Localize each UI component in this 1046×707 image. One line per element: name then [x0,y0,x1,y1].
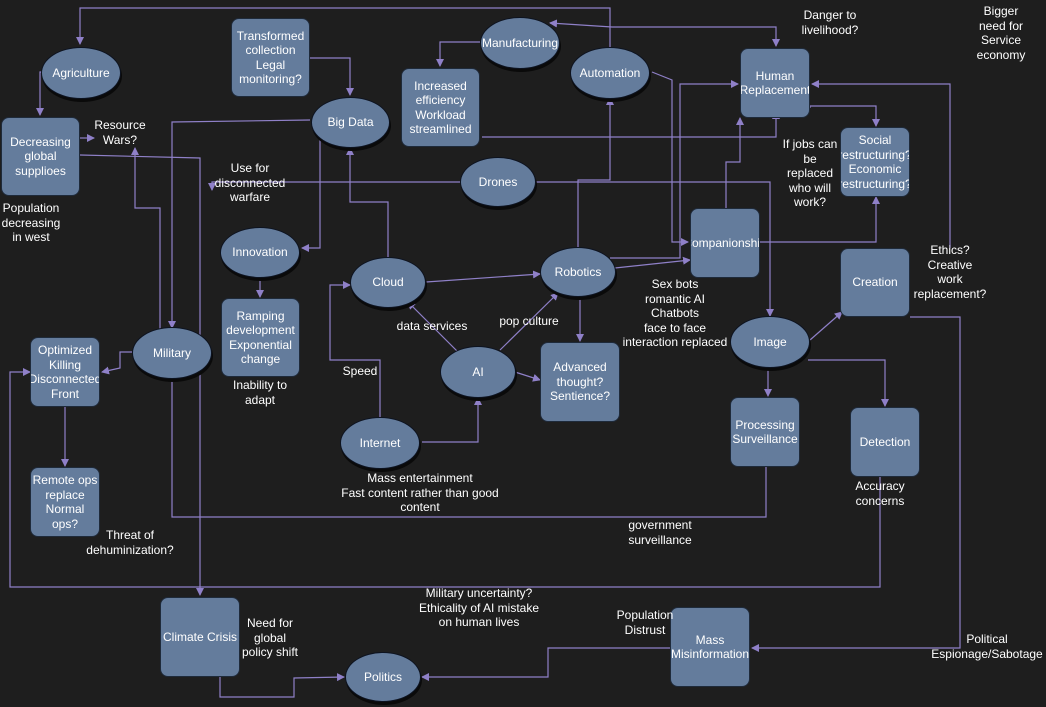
label-population-decreasing: Population decreasing in west [1,201,61,244]
node-social-restructuring[interactable]: Social restructuring? Economic restructu… [840,127,910,197]
node-detection[interactable]: Detection [850,407,920,477]
node-creation[interactable]: Creation [840,248,910,317]
node-big-data[interactable]: Big Data [311,97,390,148]
node-transformed-collection[interactable]: Transformed collection Legal monitoring? [231,18,310,97]
node-agriculture[interactable]: Agriculture [41,47,121,99]
edge-automation-humanrep [612,26,780,47]
edge-image-creation [809,311,843,341]
label-military-uncertainty: Military uncertainty? Ethicality of AI m… [418,586,540,629]
node-military[interactable]: Military [132,327,212,379]
edge-decreasing-climate [79,154,204,596]
edge-robotics-automation [577,97,614,248]
node-advanced-thought[interactable]: Advanced thought? Sentience? [540,342,620,422]
edge-drones-image [535,181,774,317]
edge-processing-military [168,371,767,518]
node-image[interactable]: Image [730,316,810,368]
label-use-for-disconnected: Use for disconnected warfare [214,161,286,204]
label-bigger-need: Bigger need for Service economy [976,4,1026,62]
edge-drones-usefor [208,181,462,191]
edge-ethics-humanrep [811,80,951,248]
node-drones[interactable]: Drones [460,157,536,207]
label-threat-dehumanization: Threat of dehuminization? [86,528,174,557]
edge-ai-cloud [407,301,459,353]
node-politics[interactable]: Politics [345,652,421,702]
edge-bigdata-innovation [301,140,321,252]
label-resource-wars: Resource Wars? [94,118,146,147]
label-accuracy: Accuracy concerns [855,479,905,508]
edge-cloud-bigdata [346,147,389,257]
label-jobs-replaced: If jobs can be replaced who will work? [782,137,838,209]
edge-automation-manufacturing [549,19,613,28]
label-need-global-policy: Need for global policy shift [241,616,299,659]
edge-automation-agriculture [76,7,611,47]
label-speed: Speed [342,364,378,378]
edge-climate-politics [219,673,345,698]
edge-creation-misinfo [751,316,961,652]
node-internet[interactable]: Internet [340,417,420,469]
node-decreasing-supplies[interactable]: Decreasing global supplioes [1,117,80,196]
node-processing-surveillance[interactable]: Processing Surveillance [730,397,800,467]
edge-ai-robotics [499,292,559,351]
node-companionship[interactable]: Companionship [690,208,760,278]
node-innovation[interactable]: Innovation [220,227,300,278]
edge-robotics-humanrep [610,80,739,259]
label-inability: Inability to adapt [232,378,288,407]
edge-manufacturing-increased [436,41,480,67]
edge-increased-humanrep [482,111,780,138]
node-manufacturing[interactable]: Manufacturing [480,17,560,69]
node-optimized-killing[interactable]: Optimized Killing Disconnected Front [30,337,100,407]
label-government-surveillance: government surveillance [628,518,692,547]
label-political-espionage: Political Espionage/Sabotage [931,632,1043,661]
edge-military-resourcewars [131,147,161,330]
edge-military-optimized [101,351,132,375]
edge-bigdata-military [168,119,311,329]
edge-misinfo-politics [421,647,672,681]
edge-internet-ai [422,397,482,443]
node-human-replacement[interactable]: Human Replacement [740,48,810,118]
edge-cloud-robotics [425,270,541,283]
node-increased-efficiency[interactable]: Increased efficiency Workload streamline… [401,68,480,147]
edge-automation-companionship [651,71,689,246]
label-danger-livelihood: Danger to livelihood? [801,8,859,37]
edge-companionship-humanrep [725,117,744,208]
edge-detection-optimized [9,368,881,588]
label-mass-entertainment: Mass entertainment Fast content rather t… [341,471,499,514]
edge-image-detection [808,359,889,407]
label-population-distrust: Population Distrust [616,608,674,637]
edge-robotics-companionship [614,256,691,269]
edge-transformed-bigdata [310,57,354,96]
node-robotics[interactable]: Robotics [540,247,616,297]
label-ethics: Ethics? Creative work replacement? [913,243,987,301]
edge-companionship-social [760,196,880,243]
edge-internet-cloud [329,281,381,418]
label-sex-bots: Sex bots romantic AI Chatbots face to fa… [622,277,728,349]
node-climate-crisis[interactable]: Climate Crisis [160,597,240,677]
node-remote-ops[interactable]: Remote ops replace Normal ops? [30,467,100,537]
node-ai[interactable]: AI [440,346,516,398]
edge-ai-advanced [514,371,541,382]
edge-humanrep-social [809,105,880,127]
node-automation[interactable]: Automation [570,47,650,99]
label-data-services: data services [396,319,468,333]
node-cloud[interactable]: Cloud [350,257,426,308]
node-ramping-development[interactable]: Ramping development Exponential change [221,298,300,377]
node-mass-misinformation[interactable]: Mass Misinformation [670,607,750,687]
label-pop-culture: pop culture [499,314,559,328]
